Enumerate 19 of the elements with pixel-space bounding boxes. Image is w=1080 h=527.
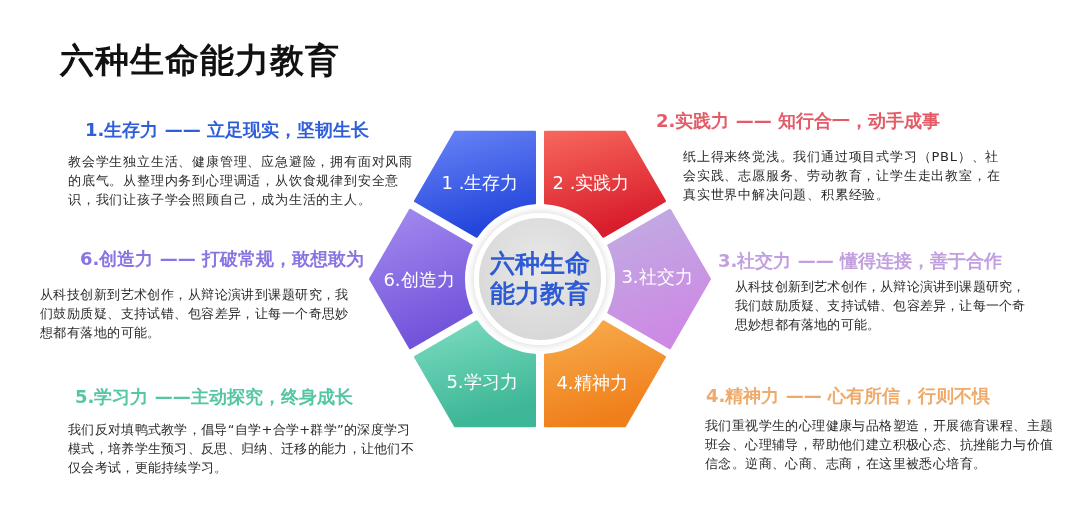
section-heading: 1.生存力 —— 立足现实，坚韧生长 [85, 119, 369, 141]
description-text: 教会学生独立生活、健康管理、应急避险，拥有面对风雨的底气。从整理内务到心理调适，从饮食规律到安全意识，我们让孩子学会照顾自己，成为生活的主人。 [68, 153, 414, 209]
section-heading: 6.创造力 —— 打破常规，敢想敢为 [80, 248, 364, 270]
segment-label: 5.学习力 [446, 370, 518, 394]
segment-label: 2 .实践力 [552, 171, 630, 195]
description-text: 我们反对填鸭式教学，倡导“自学+合学+群学”的深度学习模式，培养学生预习、反思、归纳、迁移的能力，让他们不仅会考试，更能持续学习。 [68, 421, 416, 477]
section-heading: 4.精神力 —— 心有所信，行则不惧 [706, 385, 990, 407]
segment-label: 1 .生存力 [441, 171, 519, 195]
segment-label: 4.精神力 [556, 371, 628, 395]
segment-label: 3.社交力 [621, 265, 693, 289]
page-title: 六种生命能力教育 [60, 39, 340, 82]
section-heading: 5.学习力 ——主动探究，终身成长 [75, 386, 353, 408]
center-title: 六种生命能力教育 [488, 249, 591, 309]
description-text: 从科技创新到艺术创作，从辩论演讲到课题研究，我们鼓励质疑、支持试错、包容差异，让每一个奇思妙想都有落地的可能。 [40, 286, 350, 342]
segment-label: 6.创造力 [383, 268, 455, 292]
description-text: 纸上得来终觉浅。我们通过项目式学习（PBL）、社会实践、志愿服务、劳动教育，让学生走出教室，在真实世界中解决问题、积累经验。 [683, 148, 1002, 204]
section-heading: 2.实践力 —— 知行合一，动手成事 [656, 110, 940, 132]
description-text: 从科技创新到艺术创作，从辩论演讲到课题研究，我们鼓励质疑、支持试错、包容差异，让每一个奇思妙想都有落地的可能。 [735, 278, 1027, 334]
description-text: 我们重视学生的心理健康与品格塑造，开展德育课程、主题班会、心理辅导，帮助他们建立积极心态、抗挫能力与价值信念。逆商、心商、志商，在这里被悉心培育。 [705, 417, 1055, 473]
